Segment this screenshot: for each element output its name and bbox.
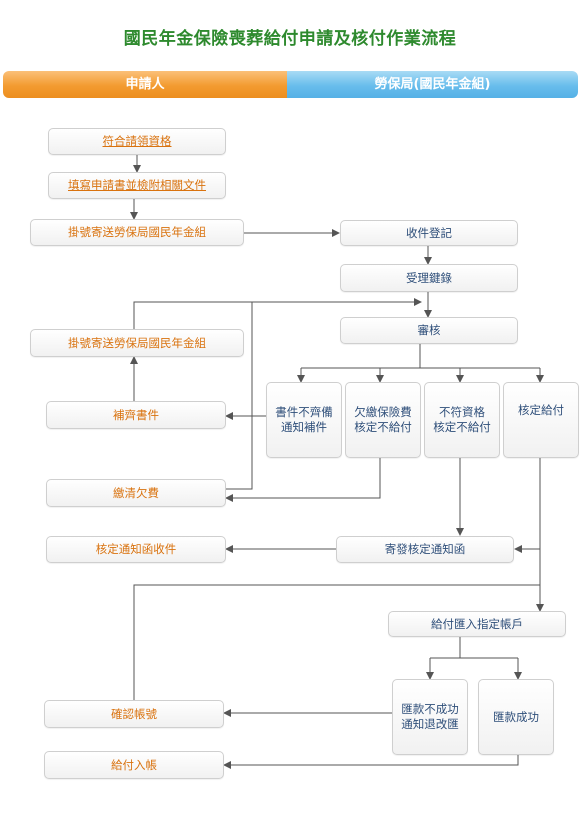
step-remit: 給付匯入指定帳戶	[388, 611, 566, 637]
connector-ok-to-credited	[223, 755, 519, 769]
step-arrears: 欠繳保險費 核定不給付	[345, 382, 421, 458]
page-title: 國民年金保險喪葬給付申請及核付作業流程	[123, 29, 457, 49]
step-fill-form: 填寫申請書並檢附相關文件	[48, 172, 226, 199]
step-receive-notice: 核定通知函收件	[46, 536, 226, 563]
step-key-in: 受理鍵錄	[340, 264, 518, 292]
step-supplement: 補齊書件	[46, 401, 226, 429]
connector-mail2-to-review	[133, 298, 422, 329]
step-mail-1: 掛號寄送勞保局國民年金組	[30, 219, 244, 246]
step-confirm-account: 確認帳號	[44, 700, 224, 728]
step-remit-ok: 匯款成功	[478, 679, 554, 755]
connector-arrears-to-pay	[225, 458, 381, 502]
step-eligibility: 符合請領資格	[48, 128, 226, 155]
step-unqualified: 不符資格 核定不給付	[424, 382, 500, 458]
step-credited: 給付入帳	[44, 751, 224, 779]
step-pay-arrears: 繳清欠費	[46, 479, 226, 507]
step-remit-fail: 匯款不成功 通知退改匯	[392, 679, 468, 755]
step-approve: 核定給付	[503, 382, 579, 458]
step-mail-2: 掛號寄送勞保局國民年金組	[30, 329, 244, 357]
step-incomplete: 書件不齊備 通知補件	[266, 382, 342, 458]
lane-header-bureau: 勞保局(國民年金組)	[287, 71, 578, 98]
connector-pay-to-review	[226, 302, 253, 490]
lane-header-applicant: 申請人	[3, 71, 287, 98]
step-send-notice: 寄發核定通知函	[336, 536, 514, 563]
step-receive: 收件登記	[340, 220, 518, 246]
connector-confirm-to-remit	[133, 584, 540, 700]
step-review: 審核	[340, 317, 518, 344]
